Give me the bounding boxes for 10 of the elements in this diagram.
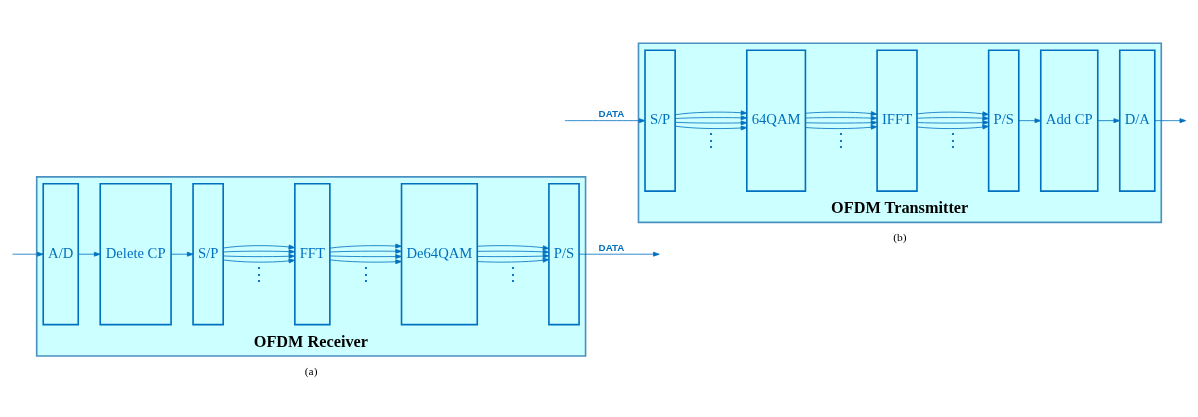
node-label: (b) (893, 230, 907, 243)
label: ⋮ (356, 263, 375, 284)
node-label: (a) (304, 364, 318, 377)
label: ⋮ (701, 129, 720, 150)
label: ⋮ (832, 129, 851, 150)
label: ⋮ (504, 263, 523, 284)
label: ⋮ (250, 263, 269, 284)
edge-label: DATA (598, 107, 625, 119)
edge-label: DATA (598, 241, 625, 253)
label: ⋮ (943, 129, 962, 150)
